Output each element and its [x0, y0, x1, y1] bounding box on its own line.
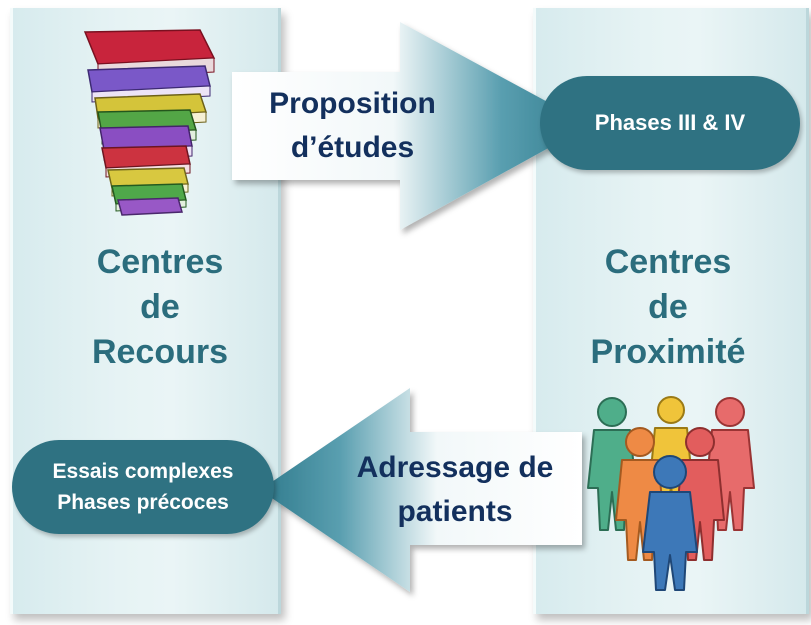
people-group-icon [587, 396, 755, 591]
pill-text: Phases III & IV [594, 110, 746, 135]
title-line: Recours [91, 333, 229, 371]
title-line: Centres [604, 243, 732, 281]
title-line: de [140, 288, 180, 326]
pill-line: Essais complexes [52, 460, 234, 483]
adressage-arrow [260, 388, 582, 592]
title-line: Centres [96, 243, 224, 281]
title-line: Proximité [590, 333, 746, 371]
essais-complexes-pill: Essais complexes Phases précoces [12, 440, 274, 534]
centres-de-recours-title: Centres de Recours [10, 240, 310, 375]
adressage-label: Adressage de patients [330, 446, 580, 534]
phases-iii-iv-pill: Phases III & IV [540, 76, 800, 170]
proposition-label: Proposition d’études [240, 82, 465, 170]
centres-de-proximite-title: Centres de Proximité [533, 240, 803, 375]
title-line: de [648, 288, 688, 326]
label-line: patients [397, 495, 513, 528]
proposition-arrow [232, 22, 590, 230]
label-line: d’études [290, 131, 415, 164]
label-line: Adressage de [356, 451, 554, 484]
pill-line: Phases précoces [57, 491, 229, 514]
label-line: Proposition [269, 87, 436, 120]
binders-stack-icon [83, 29, 216, 216]
